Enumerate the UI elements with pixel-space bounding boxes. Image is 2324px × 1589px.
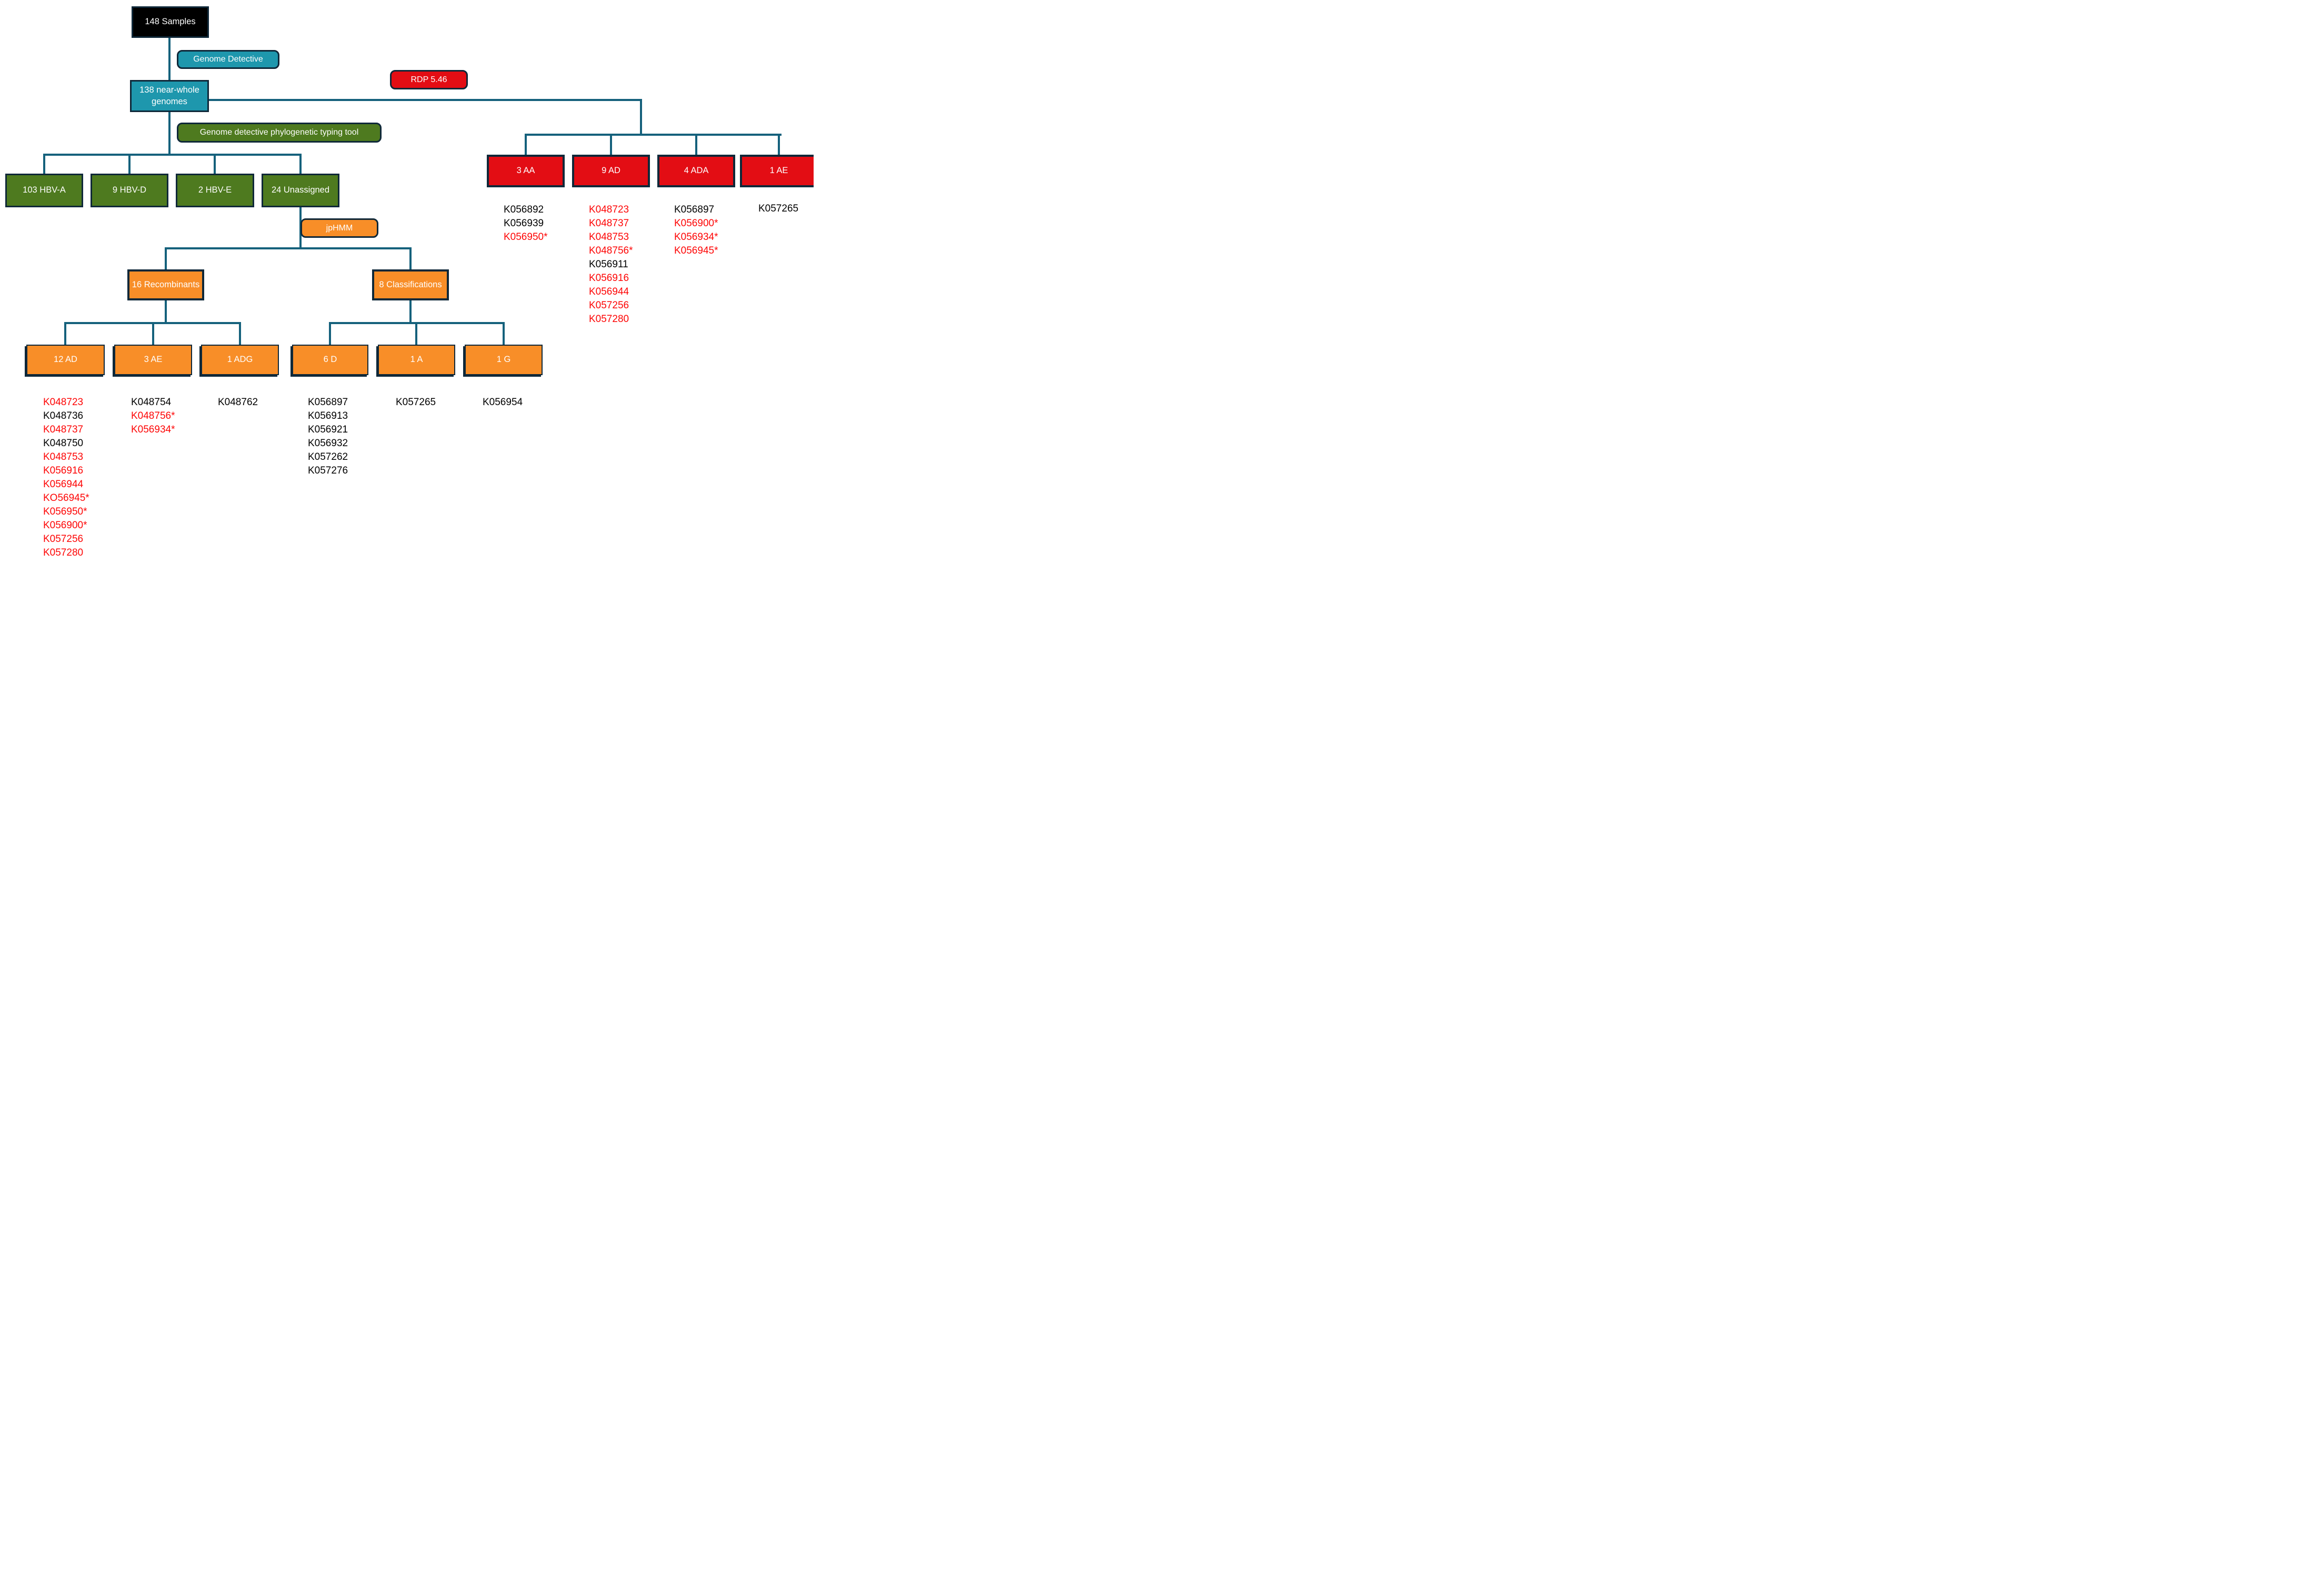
accession-item: K057256 (589, 300, 629, 311)
recombinants-box: 16 Recombinants (127, 269, 204, 300)
hbv-d-box: 9 HBV-D (91, 174, 168, 207)
accession-item: K056944 (43, 479, 84, 490)
connector-line (525, 134, 782, 136)
accession-item: K048737 (43, 424, 84, 435)
accession-item: K048753 (43, 451, 84, 462)
classifications-box: 8 Classifications (372, 269, 449, 300)
accession-item: K056945* (674, 245, 718, 256)
ad12-box: 12 AD (26, 345, 105, 375)
connector-line (299, 154, 302, 175)
accession-item: K056916 (43, 465, 84, 476)
accession-item: KO56945* (43, 492, 89, 504)
connector-line (209, 99, 642, 101)
accession-item: K056944 (589, 286, 629, 297)
connector-line (409, 247, 412, 270)
connector-line (525, 134, 527, 156)
accession-item: K056932 (308, 438, 348, 449)
accession-item: K056911 (589, 259, 628, 270)
hbv-a-box: 103 HBV-A (5, 174, 83, 207)
rdp-label: RDP 5.46 (390, 70, 468, 89)
accession-item: K057280 (43, 547, 84, 556)
accession-item: K057276 (308, 465, 348, 476)
accession-item: K056892 (504, 204, 544, 215)
samples-box: 148 Samples (132, 6, 209, 38)
connector-line (778, 134, 780, 156)
connector-line (610, 134, 612, 156)
connector-line (640, 99, 642, 135)
connector-line (43, 154, 45, 175)
hbv-e-box: 2 HBV-E (176, 174, 254, 207)
accession-item: K048750 (43, 438, 84, 449)
accession-item: K057256 (43, 534, 84, 545)
accession-item: K056897 (674, 204, 715, 215)
accession-item: K048756* (589, 245, 633, 256)
accession-item: K056900* (43, 520, 87, 531)
d6-box: 6 D (292, 345, 368, 375)
ada4-box: 4 ADA (657, 155, 735, 187)
accession-item: K048723 (43, 397, 84, 408)
accession-list-1a: K057265 (396, 396, 436, 409)
accession-item: K056934* (131, 424, 175, 435)
connector-line (168, 112, 171, 155)
connector-line (128, 154, 131, 175)
accession-item: K056939 (504, 218, 544, 229)
ad9-box: 9 AD (572, 155, 650, 187)
accession-item: K056921 (308, 424, 348, 435)
connector-line (165, 247, 412, 249)
a1-box: 1 A (378, 345, 455, 375)
accession-item: K056934* (674, 232, 718, 243)
accession-item: K057265 (758, 203, 799, 214)
accession-item: K056950* (43, 506, 87, 517)
connector-line (409, 300, 412, 322)
aa3-box: 3 AA (487, 155, 565, 187)
near-whole-genomes-box: 138 near-whole genomes (130, 80, 209, 112)
accession-item: K048762 (218, 397, 258, 408)
accession-item: K056950* (504, 232, 548, 243)
accession-item: K048723 (589, 204, 629, 215)
connector-line (168, 38, 171, 81)
connector-line (64, 322, 66, 346)
connector-line (165, 247, 167, 270)
accession-item: K057262 (308, 451, 348, 462)
connector-line (214, 154, 216, 175)
accession-list-1adg: K048762 (218, 396, 258, 409)
accession-item: K057280 (589, 314, 629, 325)
accession-item: K056897 (308, 397, 348, 408)
unassigned-box: 24 Unassigned (262, 174, 339, 207)
ae3-box: 3 AE (114, 345, 192, 375)
typing-tool-label: Genome detective phylogenetic typing too… (177, 123, 382, 143)
connector-line (329, 322, 331, 346)
connector-line (503, 322, 505, 346)
jphmm-label: jpHMM (300, 218, 378, 238)
accession-item: K048736 (43, 410, 84, 421)
accession-list-1g: K056954 (483, 396, 523, 409)
ae1-box: 1 AE (740, 155, 814, 187)
connector-line (152, 322, 154, 346)
accession-item: K056900* (674, 218, 718, 229)
accession-item: K048754 (131, 397, 172, 408)
accession-item: K056916 (589, 273, 629, 284)
connector-line (165, 300, 167, 322)
genome-detective-label: Genome Detective (177, 50, 279, 69)
accession-item: K057265 (396, 397, 436, 408)
accession-list-1ae: K057265 (758, 202, 798, 216)
accession-item: K056913 (308, 410, 348, 421)
g1-box: 1 G (465, 345, 543, 375)
flow-diagram: 148 Samples Genome Detective 138 near-wh… (0, 0, 814, 556)
accession-item: K056954 (483, 397, 523, 408)
accession-item: K048756* (131, 410, 175, 421)
connector-line (43, 154, 302, 156)
connector-line (415, 322, 417, 346)
adg1-box: 1 ADG (201, 345, 279, 375)
connector-line (695, 134, 697, 156)
accession-item: K048737 (589, 218, 629, 229)
connector-line (239, 322, 241, 346)
accession-item: K048753 (589, 232, 629, 243)
